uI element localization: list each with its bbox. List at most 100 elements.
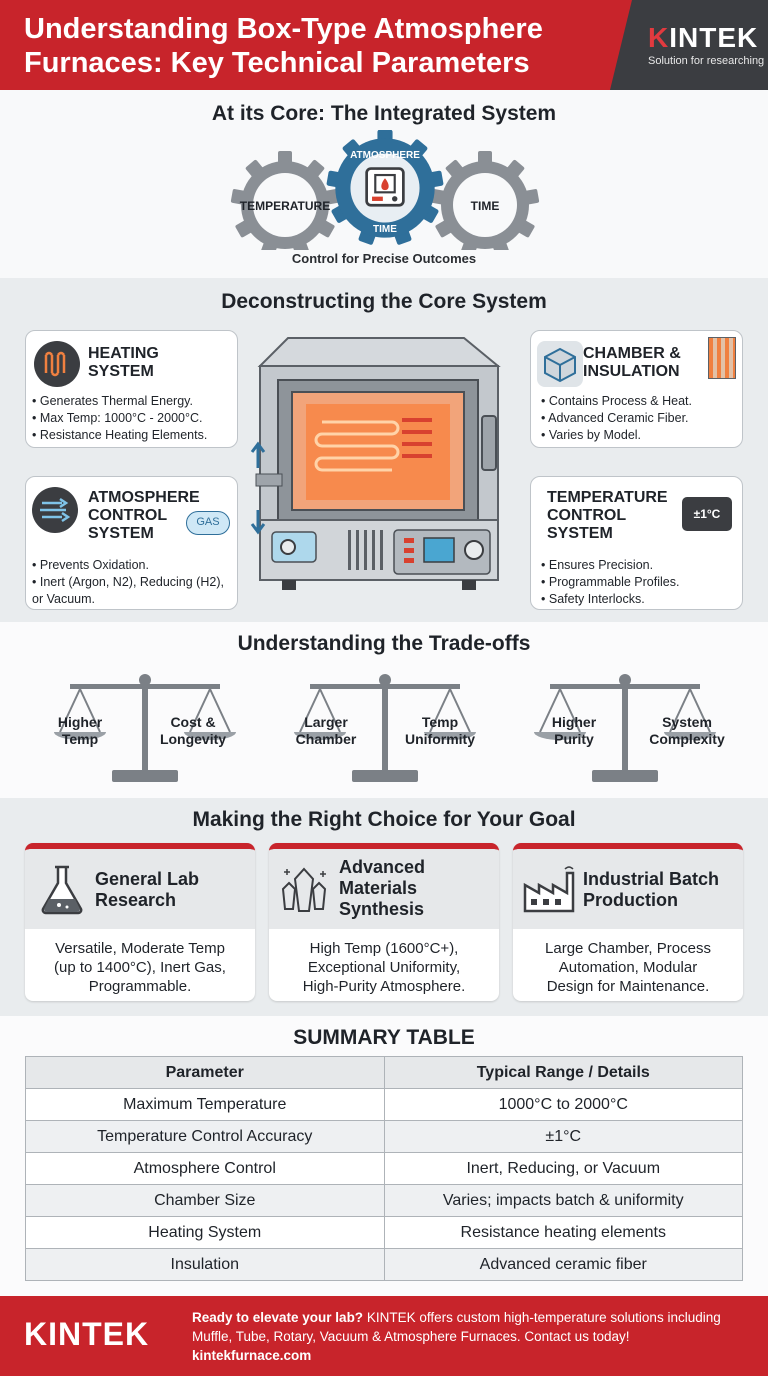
temperature-title-2: CONTROL — [547, 507, 627, 524]
time-gear-icon — [430, 151, 540, 250]
list-item: Safety Interlocks. — [541, 591, 679, 608]
list-item: Contains Process & Heat. — [541, 393, 692, 410]
chamber-title-1: CHAMBER & — [583, 345, 681, 362]
table-cell: Advanced ceramic fiber — [383, 1248, 743, 1281]
atmosphere-points: Prevents Oxidation. Inert (Argon, N2), R… — [32, 557, 232, 608]
table-cell: Resistance heating elements — [383, 1216, 743, 1249]
footer: KINTEK Ready to elevate your lab? KINTEK… — [0, 1296, 768, 1376]
tradeoff-1-right: Cost &Longevity — [159, 714, 227, 747]
choice-section: Making the Right Choice for Your Goal Ge… — [0, 798, 768, 1016]
scale-icon — [54, 674, 236, 782]
time-inner-label: TIME — [373, 224, 397, 235]
table-header-row: Parameter Typical Range / Details — [25, 1056, 743, 1089]
list-item: Prevents Oxidation. — [32, 557, 232, 574]
factory-icon — [523, 866, 575, 913]
footer-logo[interactable]: KINTEK — [24, 1316, 150, 1352]
table-cell: Temperature Control Accuracy — [25, 1120, 385, 1153]
deconstruct-title: Deconstructing the Core System — [221, 290, 547, 313]
chamber-insulation-card: CHAMBER &INSULATION Contains Process & H… — [530, 330, 743, 448]
furnace-illustration — [250, 337, 501, 590]
column-header: Parameter — [25, 1056, 385, 1089]
atmosphere-gear-icon — [326, 130, 444, 246]
crystal-icon — [281, 867, 327, 912]
atmosphere-gear-label: ATMOSPHERE — [350, 150, 420, 161]
table-cell: Inert, Reducing, or Vacuum — [383, 1152, 743, 1185]
atmosphere-title-1: ATMOSPHERE — [88, 489, 200, 506]
atmosphere-title-3: SYSTEM — [88, 525, 154, 542]
core-title: At its Core: The Integrated System — [211, 102, 557, 125]
gears-graphic — [230, 130, 540, 250]
temperature-title-3: SYSTEM — [547, 525, 613, 542]
brand-panel: KINTEK Solution for researching — [610, 0, 768, 90]
brand-tagline: Solution for researching — [648, 55, 765, 67]
scale-icon — [534, 674, 716, 782]
summary-section: SUMMARY TABLE Parameter Typical Range / … — [0, 1016, 768, 1296]
table-cell: Heating System — [25, 1216, 385, 1249]
heating-points: Generates Thermal Energy. Max Temp: 1000… — [32, 393, 207, 444]
list-item: Inert (Argon, N2), Reducing (H2), or Vac… — [32, 574, 232, 608]
heating-title-1: HEATING — [88, 345, 159, 362]
footer-website-link[interactable]: kintekfurnace.com — [192, 1348, 312, 1363]
list-item: Max Temp: 1000°C - 2000°C. — [32, 410, 207, 427]
table-cell: Atmosphere Control — [25, 1152, 385, 1185]
table-cell: ±1°C — [383, 1120, 743, 1153]
list-item: Varies by Model. — [541, 427, 692, 444]
card-body: High Temp (1600°C+),Exceptional Uniformi… — [302, 940, 466, 995]
footer-cta: Ready to elevate your lab? KINTEK offers… — [192, 1310, 721, 1344]
table-cell: Insulation — [25, 1248, 385, 1281]
controller-display-icon: ±1°C — [682, 497, 732, 531]
flask-icon — [41, 865, 83, 915]
temperature-title-1: TEMPERATURE — [547, 489, 668, 506]
page-title: Understanding Box-Type Atmosphere Furnac… — [24, 13, 543, 79]
scale-icon — [294, 674, 476, 782]
card-body: Versatile, Moderate Temp(up to 1400°C), … — [54, 940, 226, 995]
table-cell: Varies; impacts batch & uniformity — [383, 1184, 743, 1217]
list-item: Advanced Ceramic Fiber. — [541, 410, 692, 427]
gas-cloud-badge: GAS — [186, 511, 230, 535]
airflow-icon — [32, 487, 78, 533]
summary-table: Parameter Typical Range / Details Maximu… — [25, 1056, 743, 1281]
temperature-points: Ensures Precision. Programmable Profiles… — [541, 557, 680, 608]
column-header: Typical Range / Details — [383, 1056, 743, 1089]
heating-coil-icon — [34, 341, 80, 387]
heating-title-2: SYSTEM — [88, 363, 154, 380]
table-cell: Chamber Size — [25, 1184, 385, 1217]
table-cell: 1000°C to 2000°C — [383, 1088, 743, 1121]
list-item: Programmable Profiles. — [541, 574, 680, 591]
core-section: At its Core: The Integrated System — [0, 90, 768, 278]
atmosphere-title-2: CONTROL — [88, 507, 168, 524]
temperature-gear-label: TEMPERATURE — [239, 199, 331, 213]
card-header — [513, 849, 743, 929]
time-gear-label: TIME — [470, 199, 500, 213]
core-caption: Control for Precise Outcomes — [291, 251, 477, 266]
summary-title: SUMMARY TABLE — [293, 1026, 475, 1049]
table-row: Temperature Control Accuracy±1°C — [25, 1120, 743, 1153]
chamber-title-2: INSULATION — [583, 363, 680, 380]
chamber-points: Contains Process & Heat. Advanced Cerami… — [541, 393, 692, 444]
insulation-layers-icon — [708, 337, 736, 379]
temperature-gear-icon — [230, 151, 340, 250]
brand-logo[interactable]: KINTEK — [648, 22, 759, 53]
tradeoffs-title: Understanding the Trade-offs — [237, 632, 531, 655]
